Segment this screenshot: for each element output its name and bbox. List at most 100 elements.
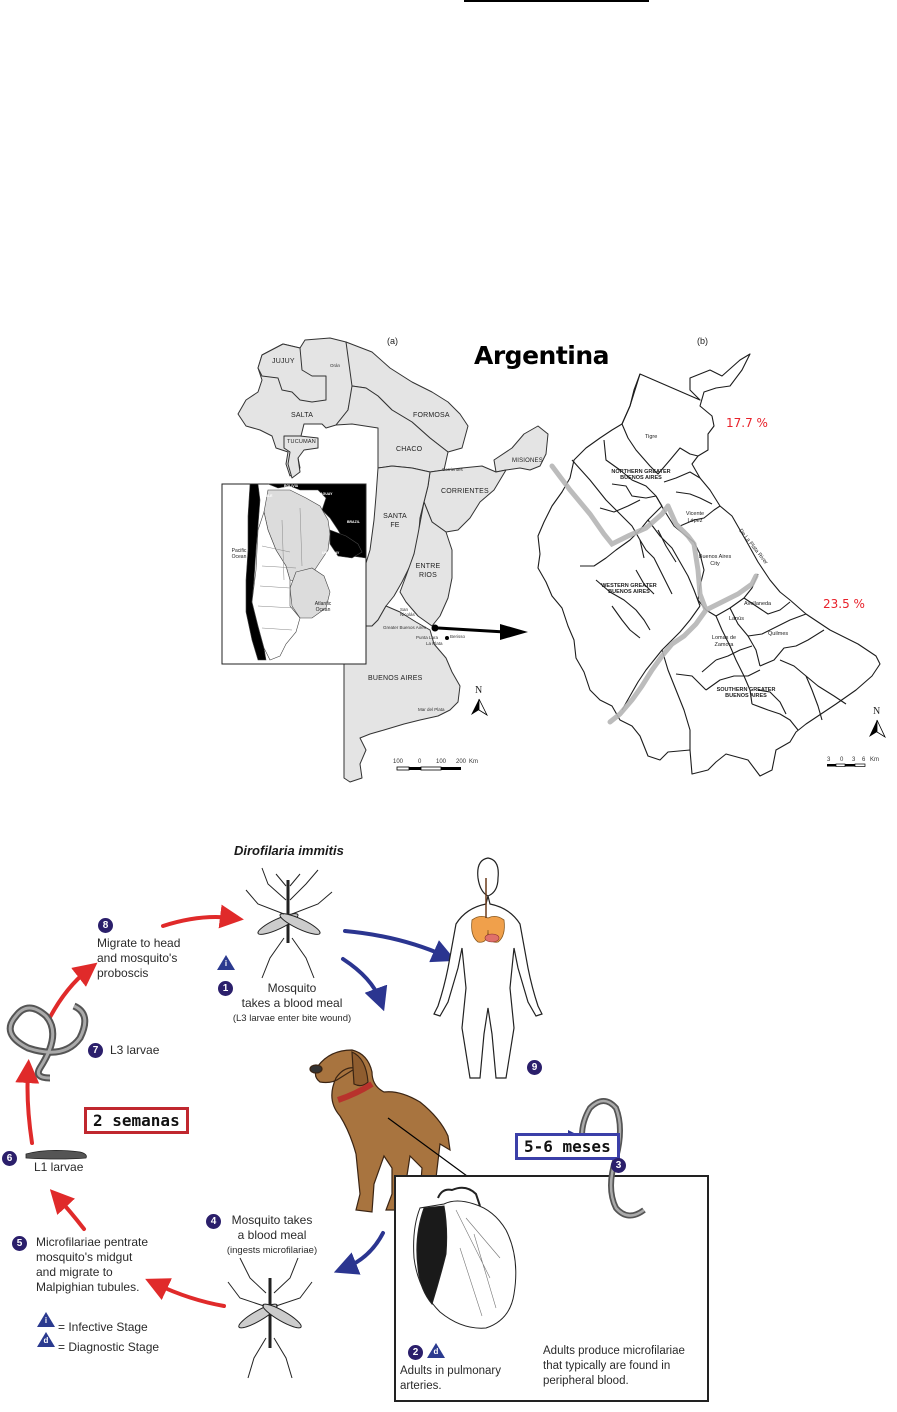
scale-bar-b [827,763,866,767]
diagnostic-stage-marker [427,1343,445,1358]
province-label-entre-rios: ENTRE RIOS [415,563,441,580]
province-label-tucuman: TUCUMAN [287,439,316,445]
inset-label-pacific-ocean: Pacific Ocean [231,548,247,560]
province-entre-rios [399,501,453,627]
muni-label-avellaneda: Avellaneda [744,601,772,607]
city-label-mar-del-plata: Mar del Plata [418,707,445,712]
scale-b-tick-1: 0 [840,757,844,763]
argentina-map-figure: (a) (b) Argentina JUJUY SALTA TUCUMAN FO… [0,330,897,790]
step-4-text: Mosquito takes a blood meal (ingests mic… [220,1213,324,1258]
human-illustration [433,857,543,1079]
step-4-badge: 4 [206,1214,221,1229]
province-label-corrientes: CORRIENTES [441,488,489,495]
step-5-line-2: mosquito's midgut [36,1250,133,1264]
inset-label-brazil: BRAZIL [347,520,360,524]
muni-label-tigre: Tigre [645,434,658,440]
step-1-line-2: takes a blood meal [241,996,343,1010]
step-1-text: Mosquito takes a blood meal (L3 larvae e… [232,981,352,1026]
dirofilaria-life-cycle: Dirofilaria immitis 8 Migrate to head an… [0,838,897,1412]
province-label-buenos-aires: BUENOS AIRES [368,675,423,682]
muni-label-quilmes: Quilmes [768,631,789,637]
arrow-dog-to-mosquito [333,1231,385,1275]
legend-diagnostic-text: = Diagnostic Stage [58,1340,160,1354]
province-misiones [493,425,549,473]
diagnostic-stage-letter: d [433,1347,439,1356]
step-7-badge: 7 [88,1043,103,1058]
north-arrow-b [869,719,886,739]
panel-b-label: (b) [697,336,708,346]
step-2-text: Adults in pulmonary arteries. [400,1364,501,1394]
inset-provinces-lines [257,507,303,631]
dog-inset-pointer [387,1117,468,1177]
scale-a-tick-2: 100 [436,759,447,765]
inset-argentina-ba [289,567,331,619]
legend-diagnostic-icon [37,1332,55,1347]
city-label-punta-lara: Punta Lara [416,635,439,640]
dog-illustration [309,1049,451,1213]
city-label-corrientes: Corrientes [442,467,463,472]
mosquito-top-illustration [245,867,333,979]
step-8-badge: 8 [98,918,113,933]
arrow-8-to-1 [161,904,244,929]
infective-stage-letter: i [224,959,228,968]
muni-tigre [621,373,699,475]
city-label-san-nicolas: San Nicolás [400,607,415,617]
arrow-to-human [343,929,456,963]
callout-five-six-months: 5-6 meses [515,1133,620,1160]
step-5-badge: 5 [12,1236,27,1251]
microfilaria-illustration [579,1098,646,1219]
legend-infective-text: = Infective Stage [58,1320,148,1334]
step-6-text: L1 larvae [34,1160,84,1174]
infective-stage-marker [217,955,235,970]
step-3-badge: 3 [611,1158,626,1173]
legend-infective-icon [37,1312,55,1327]
legend-diagnostic-letter: d [43,1336,49,1345]
province-label-misiones: MISIONES [512,458,543,464]
step-3-text: Adults produce microfilariae that typica… [543,1344,685,1389]
step-5-line-4: Malpighian tubules. [36,1280,140,1294]
province-jujuy [257,343,327,403]
map-drawing [221,337,886,783]
legend-infective-letter: i [44,1316,48,1325]
prevalence-north: 17.7 % [726,416,768,430]
step-5-text: Microfilariae pentrate mosquito's midgut… [36,1235,148,1295]
city-label-oran: Orán [330,363,341,368]
arrow-6-to-7 [15,1059,40,1145]
inset-argentina-south [251,510,301,661]
step-8-text: Migrate to head and mosquito's proboscis [97,936,180,981]
muni-label-vicente-lopez: Vicente López [685,511,705,524]
region-label-north: NORTHERN GREATER BUENOS AIRES [611,469,671,482]
step-4-sub: (ingests microfilariae) [226,1245,318,1256]
step-1-line-1: Mosquito [267,981,317,995]
scale-b-tick-2: 3 [852,757,856,763]
city-label-la-plata: La Plata [426,641,443,646]
province-label-chaco: CHACO [396,446,423,453]
muni-label-lomas-de-zamora: Lomas de Zamora [711,635,737,648]
city-label-greater-buenos-aires: Greater Buenos Aires [383,625,427,630]
step-3-line-2: that typically are found in [543,1360,671,1372]
step-3-line-3: peripheral blood. [543,1375,629,1387]
scale-a-unit: Km [469,759,478,765]
region-boundaries [549,463,759,725]
scale-a-tick-1: 0 [418,759,422,765]
l3-larva-illustration [6,1002,89,1082]
city-label-berisso: Berisso [450,634,466,639]
province-label-santa-fe: SANTA FE [383,513,407,530]
north-label-b: N [873,706,881,717]
map-link-arrow [431,624,528,640]
inset-label-paraguay: PARAGUAY [313,492,333,496]
cycle-arrows-red [15,904,244,1308]
scale-b-unit: Km [870,757,879,763]
step-2-badge: 2 [408,1345,423,1360]
province-label-formosa: FORMOSA [413,412,450,419]
callout-two-weeks: 2 semanas [84,1107,189,1134]
mosquito-bottom-illustration [227,1257,313,1379]
step-9-badge: 9 [527,1060,542,1075]
inset-label-atlantic-ocean: Atlantic Ocean [314,601,332,613]
header-rule [464,0,649,2]
province-corrientes [423,465,507,533]
inset-label-bolivia: BOLIVIA [284,484,299,488]
scale-b-tick-3: 6 [862,757,866,763]
province-tucuman [283,435,319,479]
step-7-text: L3 larvae [110,1043,160,1057]
